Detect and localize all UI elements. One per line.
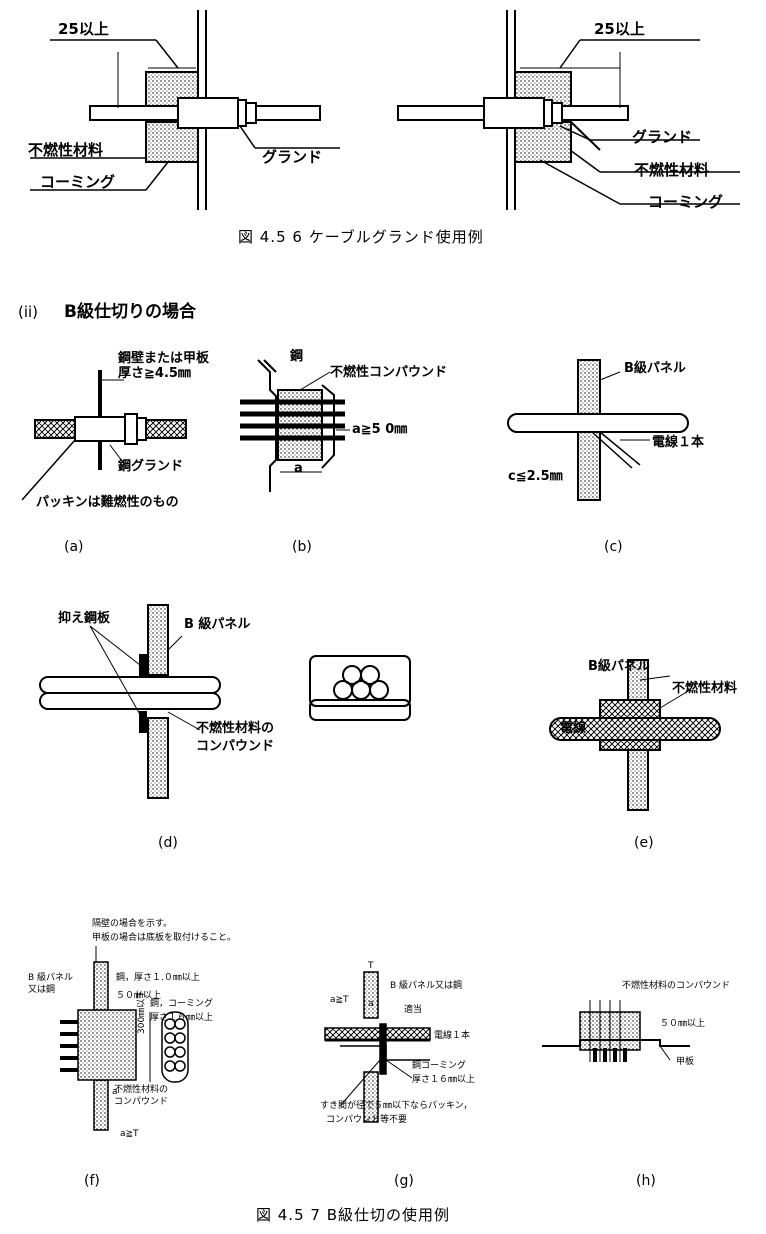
fig-f-compound-label-1: 不燃性材料の [114, 1085, 169, 1095]
fig-g-a-label: a [368, 999, 374, 1009]
fig-f-note-2: 甲板の場合は底板を取付けること。 [92, 933, 237, 943]
fig-g-wire-label: 電線１本 [434, 1031, 471, 1041]
fig-h-compound-label: 不燃性材料のコンパウンド [622, 981, 731, 991]
fig457-caption: 図 4.5 7 B級仕切の使用例 [256, 1206, 450, 1224]
fig-f-a-label: a [112, 1087, 118, 1097]
section-title: B級仕切りの場合 [64, 302, 196, 322]
fig-b-a-label: a [294, 461, 303, 476]
fig-a-drawing [21, 370, 187, 501]
fig-a-gland-label: 鋼グランド [118, 459, 184, 474]
fig-d-plate-label: 抑え鋼板 [58, 611, 111, 626]
fig-e-panel-label: B級パネル [588, 659, 650, 674]
fig-h-deck-label: 甲板 [676, 1057, 695, 1067]
fig456-left-coaming-label: コーミング [40, 173, 116, 191]
fig-a-thickness-label: 厚さ≧4.5㎜ [118, 366, 191, 381]
fig-c-wire-label: 電線１本 [652, 435, 705, 450]
fig456-right-coaming-label: コーミング [648, 193, 724, 211]
fig-g-T-label: T [368, 961, 374, 971]
fig456-left-gland-label: グランド [262, 148, 323, 166]
fig-g-drawing [324, 971, 431, 1123]
fig-f-length-label: ５０㎜以上 [116, 991, 162, 1001]
fig-c-dim-label: c≦2.5㎜ [508, 469, 563, 484]
fig-b-steel-label: 鋼 [290, 349, 304, 364]
fig456-right-dim-label: 25以上 [594, 20, 645, 38]
fig456-caption: 図 4.5 6 ケーブルグランド使用例 [238, 228, 484, 246]
fig-g-coaming-label-2: 厚さ１６㎜以上 [412, 1075, 476, 1085]
fig-f-steel-label: 鋼，厚さ１.０㎜以上 [116, 973, 200, 983]
fig-f-coaming-label-1: 鋼，コーミング [150, 999, 214, 1009]
fig-f-sublabel: (f) [84, 1173, 100, 1189]
fig-g-sublabel: (g) [394, 1173, 414, 1189]
fig-b-drawing [240, 359, 350, 492]
fig-d-compound-label-2: コンパウンド [196, 739, 275, 754]
fig-f-panel-label-1: B 級パネル [28, 973, 74, 983]
fig-d-drawing [39, 604, 221, 799]
fig-c-drawing [507, 359, 689, 501]
fig-g-note-2: コンパウンド等不要 [326, 1115, 408, 1125]
fig-f-panel-label-2: 又は鋼 [28, 985, 56, 995]
fig-a-wall-label: 鋼壁または甲板 [118, 351, 210, 366]
fig-c-sublabel: (c) [604, 539, 623, 555]
fig-e-material-label: 不燃性材料 [672, 681, 738, 696]
fig-h-sublabel: (h) [636, 1173, 656, 1189]
fig-e-wire-label: 電線 [560, 721, 587, 736]
fig-a-sublabel: (a) [64, 539, 84, 555]
fig456-left-material-label: 不燃性材料 [28, 141, 104, 159]
fig-f-drawing [60, 946, 189, 1131]
fig456-right-gland-label: グランド [632, 128, 693, 146]
fig-f-coaming-label-2: 厚さ１６㎜以上 [150, 1013, 214, 1023]
fig-d-section-drawing [309, 655, 411, 721]
fig-b-sublabel: (b) [292, 539, 312, 555]
fig-f-aT-label: a≧T [120, 1129, 139, 1139]
fig-c-panel-label: B級パネル [624, 361, 686, 376]
fig-f-compound-label-2: コンパウンド [114, 1097, 169, 1107]
fig-d-sublabel: (d) [158, 835, 178, 851]
fig-e-sublabel: (e) [634, 835, 654, 851]
fig-g-coaming-label-1: 鋼コーミング [412, 1061, 467, 1071]
fig456-left-drawing [30, 10, 340, 210]
fig-f-height-label: 300㎜以下 [137, 989, 147, 1034]
fig-g-note-1: すき間が径で５㎜以下ならパッキン， [320, 1101, 473, 1111]
fig456-left-dim-label: 25以上 [58, 20, 109, 38]
fig456-right-material-label: 不燃性材料 [634, 161, 710, 179]
fig-g-panel-label: B 級パネル又は鋼 [390, 981, 463, 991]
fig-e-drawing [549, 659, 721, 811]
fig-g-aT-label: a≧T [330, 995, 349, 1005]
fig-b-compound-label: 不燃性コンパウンド [330, 365, 448, 380]
fig-b-dim-label: a≧5 0㎜ [352, 422, 408, 437]
fig456-right-drawing [397, 10, 740, 210]
section-marker: (ii) [18, 303, 39, 321]
fig-f-note-1: 隔壁の場合を示す。 [92, 919, 173, 929]
fig-d-compound-label-1: 不燃性材料の [196, 721, 275, 736]
fig-d-panel-label: B 級パネル [184, 617, 251, 632]
fig-g-fit-label: 適当 [404, 1005, 423, 1015]
fig-h-length-label: ５０㎜以上 [660, 1019, 706, 1029]
fig-a-packing-label: パッキンは難燃性のもの [36, 495, 179, 510]
fig-h-drawing [542, 1000, 690, 1062]
